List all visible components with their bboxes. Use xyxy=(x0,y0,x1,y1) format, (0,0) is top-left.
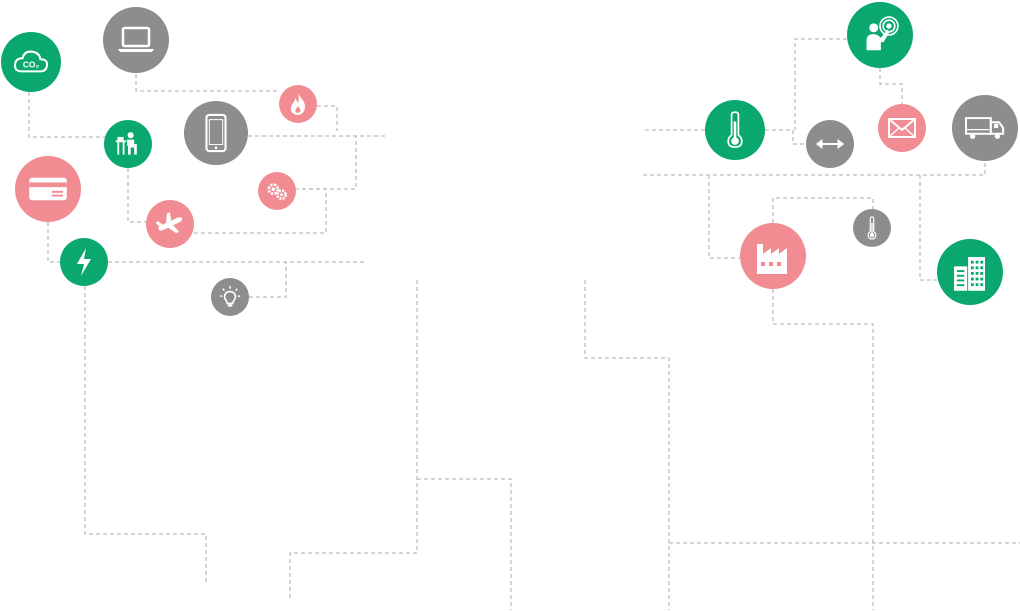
connector-line xyxy=(417,478,512,610)
airplane-node xyxy=(146,200,194,248)
smartphone-node xyxy=(184,101,248,165)
connector-line xyxy=(584,280,670,610)
connector-line xyxy=(135,74,280,92)
airplane-icon xyxy=(155,212,183,234)
factory-node xyxy=(740,223,806,289)
laptop-icon xyxy=(118,26,154,52)
office-worker-node xyxy=(104,120,152,168)
lightbulb-node xyxy=(211,278,249,316)
factory-icon xyxy=(757,244,787,274)
connector-line xyxy=(708,175,740,259)
connector-line xyxy=(289,280,418,600)
connector-line xyxy=(919,175,937,281)
connector-line xyxy=(47,222,60,263)
smartphone-icon xyxy=(205,113,227,153)
credit-card-icon xyxy=(29,177,67,201)
buildings-icon xyxy=(954,257,985,291)
buildings-node xyxy=(937,239,1003,305)
energy-node xyxy=(60,238,108,286)
thermometer-large-node xyxy=(705,100,765,160)
connector-line xyxy=(879,68,903,104)
co2-label: CO₂ xyxy=(23,60,40,70)
credit-card-node xyxy=(15,156,81,222)
gears-icon xyxy=(267,183,288,201)
co2-node: CO₂ xyxy=(1,32,61,92)
connector-line xyxy=(772,289,874,610)
office-worker-icon xyxy=(115,132,137,155)
truck-node xyxy=(952,95,1018,161)
connector-line xyxy=(317,105,338,131)
lightbulb-icon xyxy=(219,286,241,307)
connector-line xyxy=(127,168,146,223)
mail-node xyxy=(878,104,926,152)
touch-node xyxy=(847,2,913,68)
gears-node xyxy=(258,172,296,210)
flame-icon xyxy=(290,93,306,115)
envelope-icon xyxy=(888,118,916,138)
touch-gesture-icon xyxy=(866,16,899,51)
exchange-node xyxy=(806,120,854,168)
connector-line xyxy=(84,286,207,584)
connector-line xyxy=(765,129,806,145)
laptop-node xyxy=(103,7,169,73)
double-arrow-icon xyxy=(815,139,845,149)
lightning-icon xyxy=(77,248,91,276)
co2-cloud-icon: CO₂ xyxy=(13,50,49,73)
connector-line xyxy=(794,38,847,130)
thermometer-icon xyxy=(867,216,877,240)
fire-node xyxy=(279,85,317,123)
truck-icon xyxy=(965,117,1005,139)
thermometer-icon xyxy=(727,111,743,148)
connector-line xyxy=(249,262,287,298)
connector-line xyxy=(28,92,110,138)
connector-line xyxy=(643,161,986,176)
thermometer-small-node xyxy=(853,209,891,247)
connector-line xyxy=(302,136,357,190)
